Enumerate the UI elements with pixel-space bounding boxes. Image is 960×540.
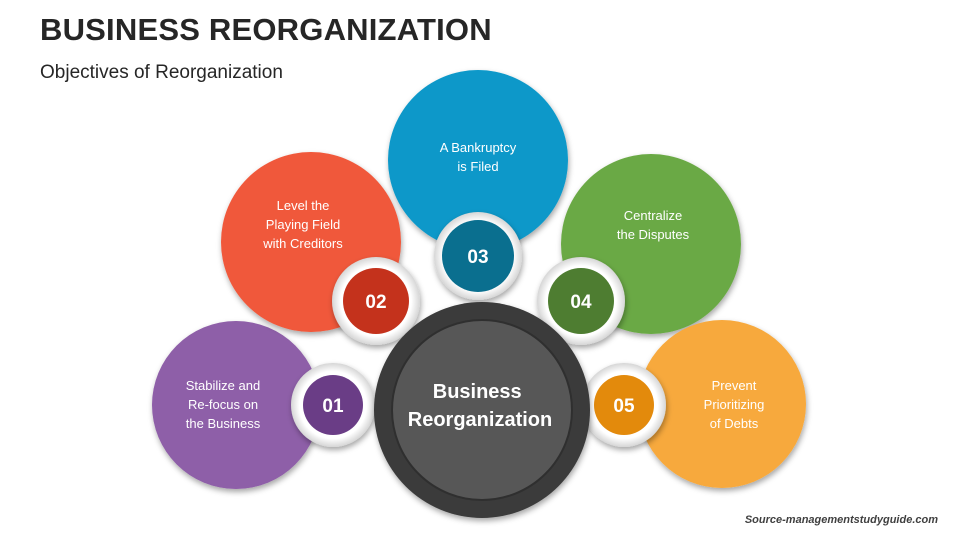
objective-text-line: Re-focus on (188, 397, 258, 412)
objective-text-line: Prioritizing (704, 397, 765, 412)
page-subtitle: Objectives of Reorganization (40, 62, 283, 83)
number-label: 02 (365, 292, 386, 313)
objective-text-line: Level the (277, 198, 330, 213)
number-label: 05 (613, 396, 635, 417)
objective-text: Centralize the Disputes (617, 208, 690, 242)
center-label-line-1: Business (433, 381, 522, 403)
objective-text-line: the Disputes (617, 227, 690, 242)
objective-text-line: A Bankruptcy (440, 140, 517, 155)
objective-petal-03: A Bankruptcy is Filed (388, 70, 568, 250)
objective-text-line: with Creditors (262, 236, 343, 251)
number-label: 04 (570, 292, 592, 313)
source-credit: Source-managementstudyguide.com (744, 514, 938, 526)
number-label: 03 (467, 247, 488, 268)
rings-layer: 01 02 03 04 05 (291, 212, 666, 447)
number-badge-04: 04 (537, 257, 625, 345)
center-circle: Business Reorganization (374, 302, 590, 518)
objective-text-line: of Debts (710, 416, 759, 431)
number-badge-03: 03 (434, 212, 522, 300)
objective-text-line: the Business (186, 416, 261, 431)
objective-text-line: Centralize (624, 208, 683, 223)
number-badge-02: 02 (332, 257, 420, 345)
page-title: BUSINESS REORGANIZATION (40, 12, 492, 47)
number-label: 01 (322, 396, 344, 417)
number-badge-01: 01 (291, 363, 375, 447)
objective-text-line: Stabilize and (186, 378, 260, 393)
svg-text:Business Reorganization: Business Reorganization (408, 381, 552, 431)
number-badge-05: 05 (582, 363, 666, 447)
objective-text-line: is Filed (457, 159, 498, 174)
objective-text-line: Prevent (712, 378, 757, 393)
objective-text: A Bankruptcy is Filed (440, 140, 517, 174)
center-label-line-2: Reorganization (408, 409, 552, 431)
objective-text-line: Playing Field (266, 217, 340, 232)
